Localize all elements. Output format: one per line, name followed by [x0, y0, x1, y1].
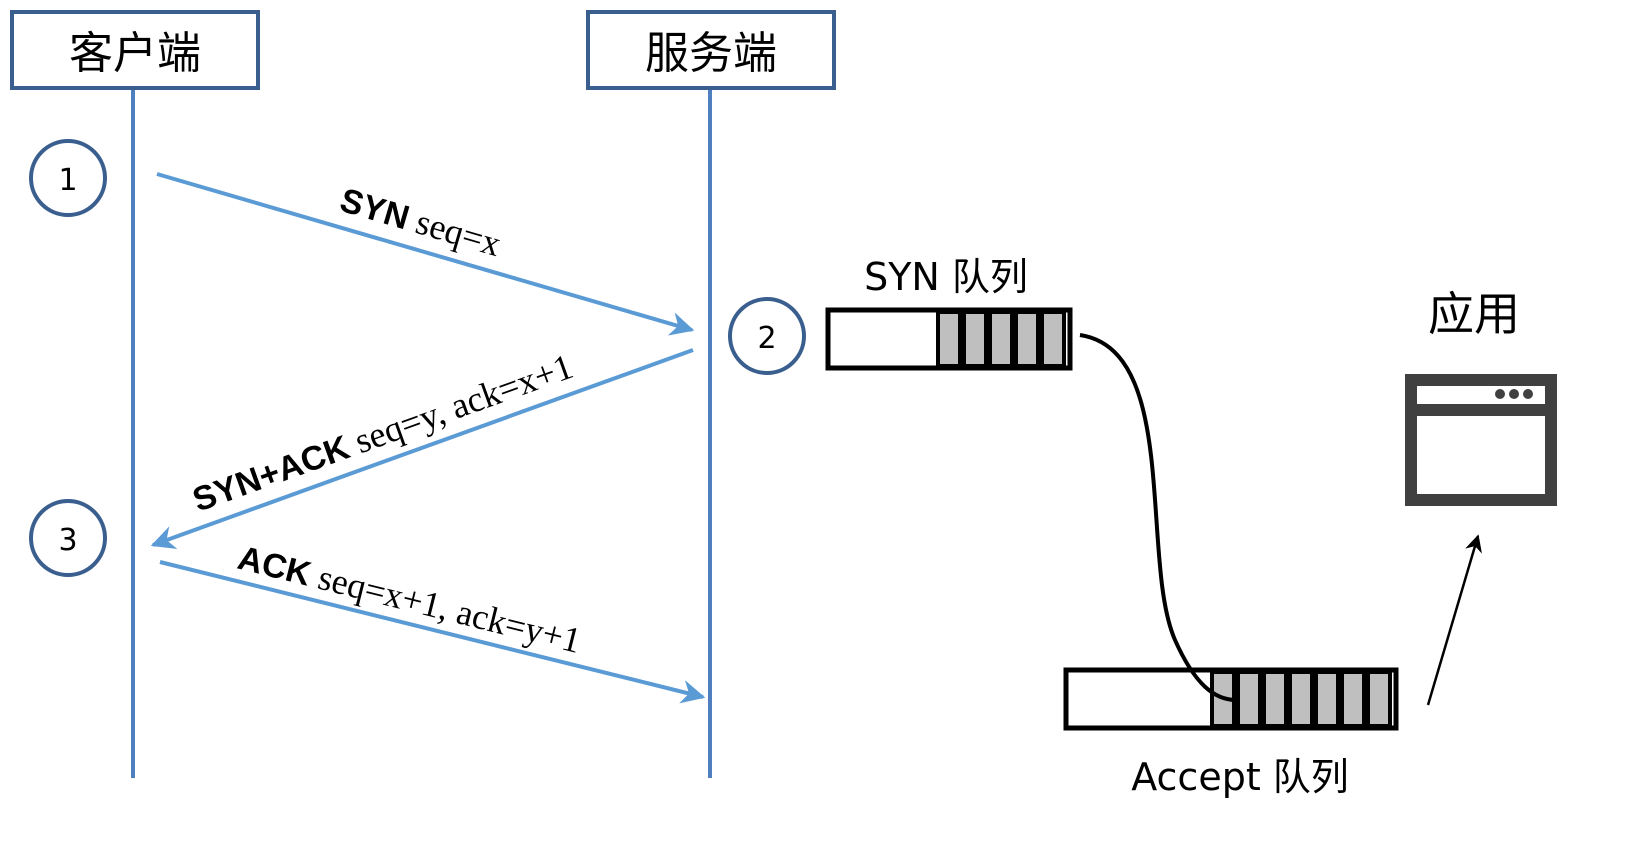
- syn-queue-slot: [962, 310, 988, 368]
- syn-queue-slot: [1040, 310, 1066, 368]
- syn-queue: [825, 307, 1073, 371]
- svg-text:3: 3: [58, 523, 77, 558]
- server-label: 服务端: [645, 28, 777, 79]
- accept-arrow: [1426, 534, 1482, 706]
- queue-transfer-curve: [1079, 333, 1237, 702]
- syn-queue-slot: [936, 310, 962, 368]
- ack-message-label: ACK seq=x+1, ack=y+1: [234, 537, 585, 661]
- syn-queue-label: SYN 队列: [864, 255, 1028, 299]
- server-header: 服务端: [586, 10, 836, 90]
- syn-queue-slot: [988, 310, 1014, 368]
- browser-window-icon: [1405, 374, 1557, 506]
- accept-queue-slot: [1366, 670, 1392, 728]
- step-1-badge: 1: [29, 139, 107, 217]
- svg-text:1: 1: [58, 163, 77, 198]
- step-3-badge: 3: [29, 499, 107, 577]
- client-label: 客户端: [69, 28, 201, 79]
- ack-arrow: [159, 560, 706, 704]
- accept-queue-slot: [1314, 670, 1340, 728]
- application-label: 应用: [1428, 287, 1520, 341]
- accept-queue-slot: [1236, 670, 1262, 728]
- svg-text:2: 2: [757, 321, 776, 356]
- accept-queue-label: Accept 队列: [1131, 755, 1349, 799]
- accept-queue-slot: [1288, 670, 1314, 728]
- syn-arrow: [156, 172, 695, 336]
- step-2-badge: 2: [728, 297, 806, 375]
- syn-queue-slot: [1014, 310, 1040, 368]
- accept-queue-slot: [1340, 670, 1366, 728]
- accept-queue-slot: [1262, 670, 1288, 728]
- syn-ack-message-label: SYN+ACK seq=y, ack=x+1: [187, 346, 578, 519]
- client-header: 客户端: [10, 10, 260, 90]
- syn-ack-arrow: [150, 348, 694, 549]
- accept-queue: [1063, 667, 1399, 731]
